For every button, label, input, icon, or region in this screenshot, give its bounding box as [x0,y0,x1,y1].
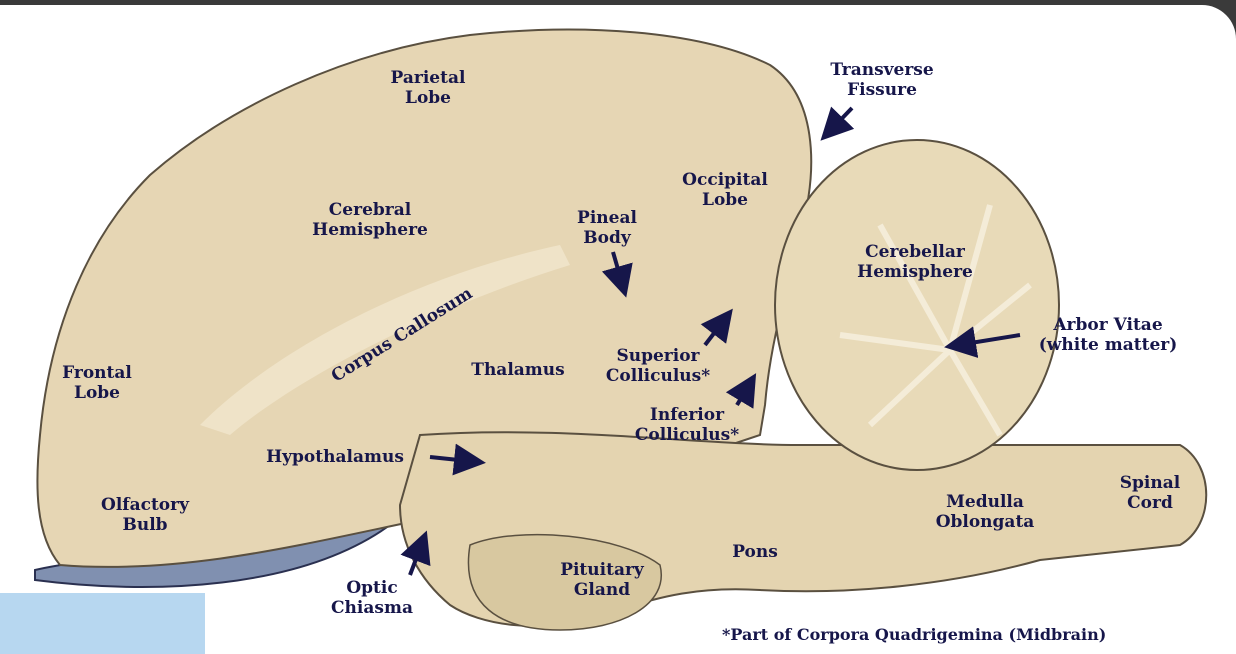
arrow-inferior-colliculus [725,373,757,409]
footnote: *Part of Corpora Quadrigemina (Midbrain) [722,625,1107,644]
corpus-callosum-shape [200,245,570,435]
cerebellum [774,139,1060,471]
arrow-hypothalamus [429,443,486,476]
label-pons: Pons [732,542,778,562]
arrow-pineal-body [601,251,633,298]
arrows [400,106,1021,576]
label-arbor-vitae: Arbor Vitae(white matter) [1038,315,1178,355]
label-thalamus: Thalamus [471,360,565,380]
arbor-vitae [839,204,1032,437]
arrow-superior-colliculus [700,308,733,347]
arrow-transverse-fissure [820,106,855,141]
label-hypothalamus: Hypothalamus [266,447,404,467]
pituitary [467,533,663,631]
brain-illustration [34,28,1208,631]
highlight-box [0,593,205,654]
arrow-optic-chiasma [400,530,431,576]
arrow-arbor-vitae [944,326,1021,358]
